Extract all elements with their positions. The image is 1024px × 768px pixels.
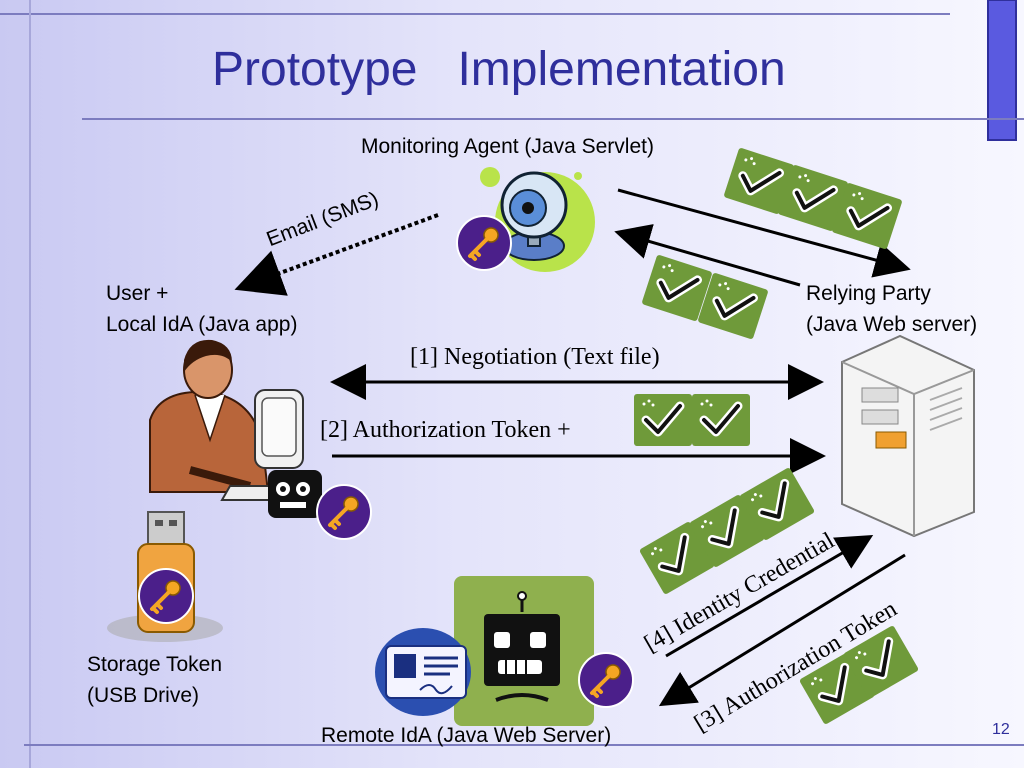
monitoring-key-icon xyxy=(455,214,513,272)
arrow-authorization-token xyxy=(658,553,906,707)
slide-title: Prototype Implementation xyxy=(212,43,786,96)
arrow-rp-to-agent xyxy=(614,224,801,287)
webcam-icon xyxy=(480,167,595,272)
storage-key-icon xyxy=(137,567,195,625)
server-icon xyxy=(841,334,975,538)
remote-ida-key-icon xyxy=(577,651,635,709)
negotiation-label: [1] Negotiation (Text file) xyxy=(410,344,660,370)
corner-bar xyxy=(987,0,1017,141)
arrow-agent-to-rp xyxy=(617,188,911,278)
user-label-line1: User + xyxy=(106,282,169,305)
storage-token-label-line2: (USB Drive) xyxy=(87,684,200,707)
user-label-line2: Local IdA (Java app) xyxy=(106,313,298,336)
authorization-label: [2] Authorization Token + xyxy=(320,417,571,443)
local-ida-robot-icon xyxy=(268,470,322,518)
relying-party-label-line2: (Java Web server) xyxy=(806,313,978,336)
local-ida-key-icon xyxy=(315,483,373,541)
page-number: 12 xyxy=(992,721,1010,738)
user-at-computer-icon xyxy=(149,339,312,501)
remote-ida-robot-icon xyxy=(484,591,560,702)
relying-party-label-line1: Relying Party xyxy=(806,282,931,305)
check-tile-icon xyxy=(634,394,692,446)
check-tile-icon xyxy=(692,394,750,446)
monitoring-agent-label: Monitoring Agent (Java Servlet) xyxy=(361,135,654,158)
storage-token-label-line1: Storage Token xyxy=(87,653,223,676)
arrow-identity-credential xyxy=(665,534,874,658)
remote-ida-label: Remote IdA (Java Web Server) xyxy=(321,724,612,747)
id-card-icon xyxy=(375,628,471,716)
